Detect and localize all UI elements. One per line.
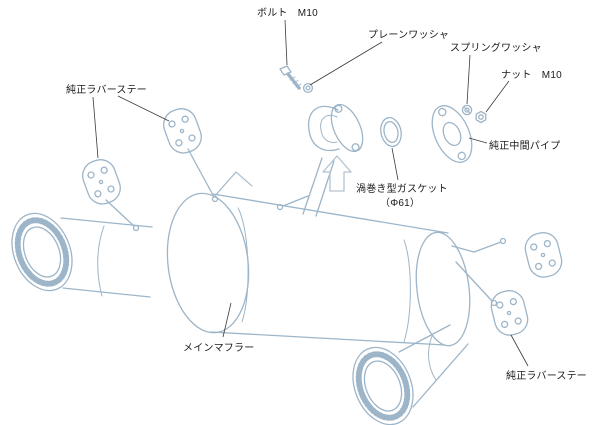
leader-nut <box>485 80 510 113</box>
plain-washer-part <box>302 82 314 94</box>
label-bolt: ボルト M10 <box>257 7 318 19</box>
mid-pipe-flange <box>431 105 473 163</box>
rubber-stay-lower-right-1 <box>524 232 563 278</box>
rubber-stay-lower-right-2 <box>490 290 529 336</box>
label-plain-washer: プレーンワッシャ <box>368 29 449 41</box>
leader-bolt <box>284 19 288 66</box>
leader-spring-washer <box>466 54 471 105</box>
label-gasket-size: （Φ61） <box>380 197 420 209</box>
nut-part <box>475 110 487 124</box>
label-stay-lower-right: 純正ラバーステー <box>506 369 587 382</box>
inlet-pipe <box>276 157 335 217</box>
rubber-stay-upper-left-1 <box>163 108 202 154</box>
leader-lines <box>92 19 529 367</box>
hanger-rods-right <box>451 237 507 307</box>
muffler-inlet-flange <box>307 103 364 153</box>
label-gasket-name: 渦巻き型ガスケット <box>356 182 448 195</box>
leader-stay-lower-right <box>510 334 529 367</box>
label-stay-upper-left: 純正ラバーステー <box>66 83 147 96</box>
exhaust-tip-left <box>11 212 153 298</box>
hanger-rods-left <box>105 148 253 232</box>
label-mid-pipe: 純正中間パイプ <box>489 139 560 152</box>
leader-main-muffler <box>222 302 232 338</box>
leader-stay-upper-left-b <box>92 96 99 159</box>
leader-plain-washer <box>309 41 383 86</box>
spring-washer-part <box>461 104 473 116</box>
label-main-muffler: メインマフラー <box>183 342 254 354</box>
line-art <box>11 65 563 425</box>
main-muffler-body <box>166 192 471 347</box>
label-nut: ナット M10 <box>501 69 562 81</box>
leader-stay-upper-left-a <box>117 95 170 122</box>
exhaust-tip-right <box>352 324 469 425</box>
bolt-part <box>279 65 302 90</box>
leader-mid-pipe <box>468 137 488 144</box>
leader-gasket <box>391 147 399 181</box>
up-arrow-icon <box>322 155 352 192</box>
gasket-part <box>380 117 402 147</box>
labels: ボルト M10 プレーンワッシャ スプリングワッシャ ナット M10 純正中間パ… <box>66 7 587 382</box>
label-spring-washer: スプリングワッシャ <box>450 41 542 54</box>
rubber-stay-upper-left-2 <box>82 159 121 205</box>
